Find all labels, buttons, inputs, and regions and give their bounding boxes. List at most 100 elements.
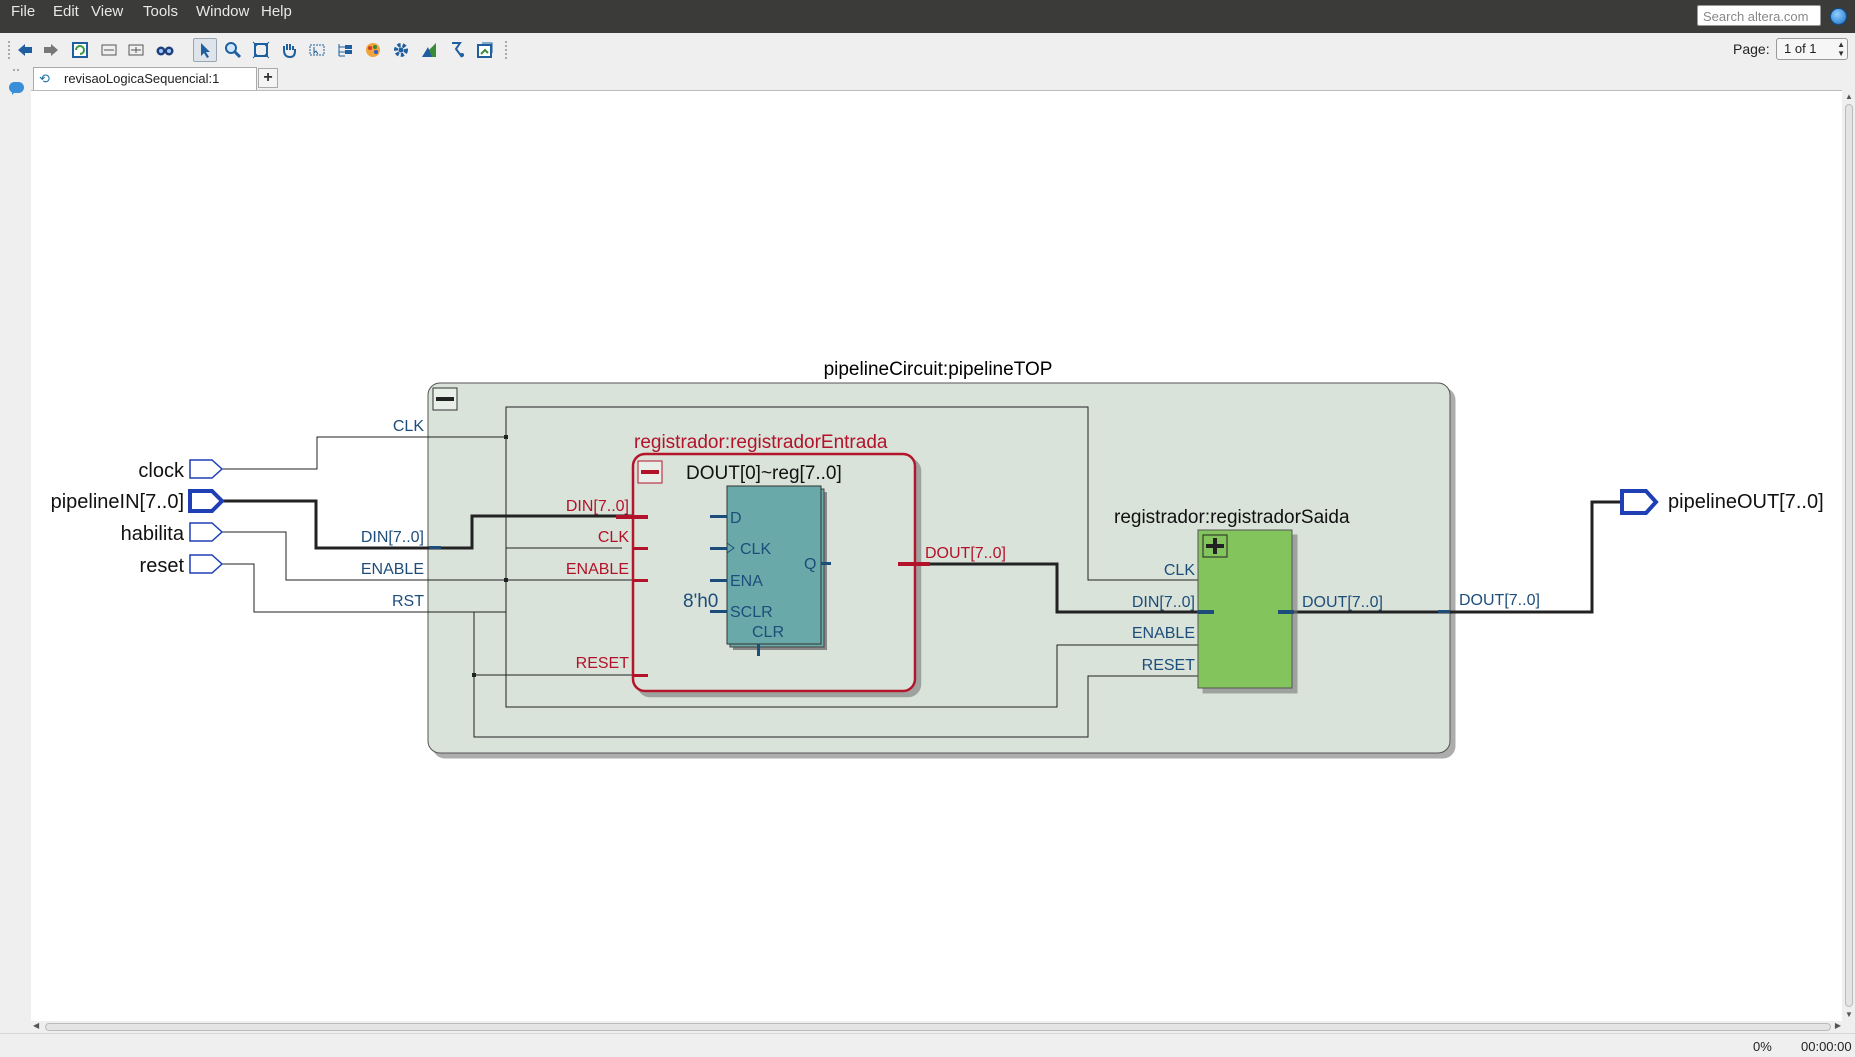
toolbar: Page: 1 of 1 ▲▼ (0, 33, 1855, 66)
menu-view[interactable]: View (91, 3, 124, 20)
bus-icon[interactable] (445, 38, 469, 62)
reg-pin-sclr: SCLR (730, 604, 773, 621)
menu-bar: File Edit View Tools Window Help Search … (0, 0, 1855, 33)
left-rail (0, 66, 31, 1032)
const-value: 8'h0 (683, 591, 718, 612)
hierarchy-icon[interactable] (333, 38, 357, 62)
schematic-canvas[interactable]: pipelineCircuit:pipelineTOP CLK DIN[7..0… (31, 90, 1842, 1022)
fit-icon[interactable] (249, 38, 273, 62)
entrada-collapse-icon[interactable] (637, 460, 663, 484)
entrada-port-reset: RESET (576, 655, 630, 672)
saida-port-clk: CLK (1164, 562, 1195, 579)
internal-wires (473, 406, 1214, 738)
scroll-up-icon[interactable]: ▲ (1845, 92, 1853, 101)
pipeline-in-bus (220, 499, 614, 550)
status-bar: 0% 00:00:00 (0, 1033, 1855, 1057)
saida-port-stubs (1198, 610, 1294, 614)
toolbar-end-grip[interactable] (505, 41, 510, 59)
saida-port-reset: RESET (1142, 657, 1196, 674)
clock-edge-icon (726, 542, 735, 554)
output-port-symbol (1620, 489, 1659, 515)
top-collapse-icon[interactable] (432, 387, 458, 411)
find-icon[interactable] (153, 38, 177, 62)
top-port-labels: CLK DIN[7..0] ENABLE RST DOUT[7..0] (361, 418, 1540, 610)
entrada-port-stubs (616, 515, 930, 677)
chat-icon[interactable] (9, 82, 24, 95)
tab-netlist[interactable]: ⟲ revisaoLogicaSequencial:1 (33, 67, 257, 90)
menu-tools[interactable]: Tools (143, 3, 179, 20)
select-icon[interactable] (193, 38, 217, 62)
output-pipeline-out: pipelineOUT[7..0] (1668, 491, 1824, 513)
register-title: DOUT[0]~reg[7..0] (686, 463, 842, 484)
input-clock: clock (138, 460, 185, 482)
vertical-scroll-thumb[interactable] (1845, 104, 1853, 1007)
color-icon[interactable] (361, 38, 385, 62)
pan-icon[interactable] (277, 38, 301, 62)
export-icon[interactable] (473, 38, 497, 62)
filter-icon[interactable] (417, 38, 441, 62)
vertical-scrollbar[interactable]: ▲ ▼ (1843, 90, 1855, 1021)
status-progress: 0% (1753, 1039, 1772, 1054)
status-time: 00:00:00 (1801, 1039, 1852, 1054)
settings-icon[interactable] (389, 38, 413, 62)
back-icon[interactable] (13, 38, 37, 62)
reg-pin-d: D (730, 510, 742, 527)
rail-grip[interactable] (13, 69, 19, 75)
menu-edit[interactable]: Edit (53, 3, 79, 20)
horizontal-scroll-thumb[interactable] (45, 1023, 1831, 1031)
entrada-port-labels: DIN[7..0] CLK ENABLE RESET DOUT[7..0] (566, 498, 1006, 672)
partial-select-icon[interactable] (305, 38, 329, 62)
scroll-right-icon[interactable]: ▶ (1834, 1021, 1841, 1030)
add-tab-button[interactable]: + (258, 68, 278, 88)
page-spinner[interactable]: 1 of 1 ▲▼ (1776, 38, 1848, 60)
input-port-symbols (188, 459, 225, 574)
tab-bar: ⟲ revisaoLogicaSequencial:1 + (31, 66, 1855, 90)
register-pin-labels: D CLK ENA SCLR CLR Q (730, 510, 816, 641)
entrada-port-din: DIN[7..0] (566, 498, 629, 515)
refresh-netlist-icon[interactable] (68, 38, 92, 62)
register-pin-stubs (710, 515, 831, 656)
wire-junctions (472, 435, 508, 677)
entrada-port-clk: CLK (598, 529, 629, 546)
toolbar-grip[interactable] (8, 41, 13, 59)
saida-title: registrador:registradorSaida (1114, 507, 1350, 528)
forward-icon[interactable] (39, 38, 63, 62)
saida-expand-icon[interactable] (1202, 534, 1228, 558)
page-value: 1 of 1 (1784, 41, 1817, 56)
menu-window[interactable]: Window (196, 3, 250, 20)
reg-pin-ena: ENA (730, 573, 763, 590)
saida-port-dout: DOUT[7..0] (1302, 594, 1383, 611)
reg-pin-q: Q (804, 556, 816, 573)
saida-port-enable: ENABLE (1132, 625, 1195, 642)
input-wires (218, 436, 506, 613)
search-input[interactable]: Search altera.com (1697, 5, 1821, 26)
top-din-stub (429, 546, 441, 549)
top-port-din: DIN[7..0] (361, 529, 424, 546)
saida-port-din: DIN[7..0] (1132, 594, 1195, 611)
input-habilita: habilita (121, 523, 185, 545)
scroll-down-icon[interactable]: ▼ (1845, 1010, 1853, 1019)
register-body[interactable] (726, 485, 822, 645)
zoom-icon[interactable] (221, 38, 245, 62)
spinner-arrows-icon[interactable]: ▲▼ (1837, 40, 1845, 58)
menu-help[interactable]: Help (261, 3, 292, 20)
input-reset: reset (140, 555, 185, 577)
top-block-title: pipelineCircuit:pipelineTOP (824, 359, 1053, 380)
tab-label: revisaoLogicaSequencial:1 (64, 71, 220, 86)
entrada-port-dout: DOUT[7..0] (925, 545, 1006, 562)
input-pipeline-in: pipelineIN[7..0] (51, 491, 184, 513)
saida-port-labels: CLK DIN[7..0] ENABLE RESET DOUT[7..0] (1132, 562, 1383, 674)
horizontal-scrollbar[interactable]: ◀ ▶ (31, 1021, 1843, 1033)
top-port-rst: RST (392, 593, 424, 610)
scroll-left-icon[interactable]: ◀ (33, 1021, 40, 1030)
top-port-clk: CLK (393, 418, 424, 435)
collapse-icon[interactable] (97, 38, 121, 62)
expand-icon[interactable] (124, 38, 148, 62)
top-port-dout: DOUT[7..0] (1459, 592, 1540, 609)
menu-file[interactable]: File (11, 3, 36, 20)
top-port-enable: ENABLE (361, 561, 424, 578)
entrada-title: registrador:registradorEntrada (634, 432, 888, 453)
reg-pin-clr: CLR (752, 624, 784, 641)
globe-icon[interactable] (1830, 8, 1847, 25)
page-label: Page: (1733, 41, 1770, 57)
